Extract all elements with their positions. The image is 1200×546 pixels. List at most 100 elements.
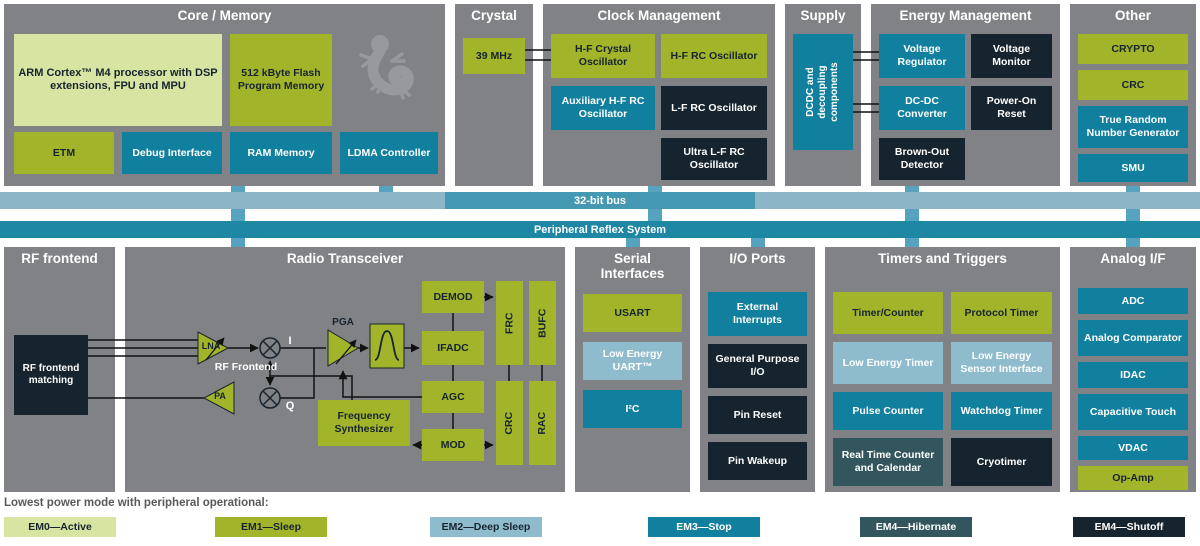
section-core-memory: Core / Memory ARM Cortex™ M4 processor w… bbox=[4, 4, 445, 186]
section-supply: Supply DCDC and decoupling components bbox=[785, 4, 861, 186]
block-agc: AGC bbox=[422, 381, 484, 413]
block-mod: MOD bbox=[422, 429, 484, 461]
block-ultra-lf-rc-oscillator: Ultra L-F RC Oscillator bbox=[661, 138, 767, 180]
section-title-radio-transceiver: Radio Transceiver bbox=[286, 251, 404, 266]
section-title-io-ports: I/O Ports bbox=[729, 251, 786, 266]
legend-item-label: EM3—Stop bbox=[676, 521, 732, 533]
block-low-energy-timer: Low Energy Timer bbox=[833, 342, 943, 384]
block-ldma-controller: LDMA Controller bbox=[340, 132, 438, 174]
block-power-on-reset: Power-On Reset bbox=[971, 86, 1052, 130]
block-hf-crystal-oscillator: H-F Crystal Oscillator bbox=[551, 34, 655, 78]
block-rac-label: RAC bbox=[536, 411, 549, 435]
legend-item-label: EM4—Hibernate bbox=[875, 521, 957, 533]
block-bufc: BUFC bbox=[529, 281, 556, 365]
block-opamp: Op-Amp bbox=[1078, 466, 1188, 490]
block-hf-rc-oscillator: H-F RC Oscillator bbox=[661, 34, 767, 78]
connector-bus-to-io bbox=[751, 238, 765, 247]
block-brown-out-detector: Brown-Out Detector bbox=[879, 138, 965, 180]
legend-item-label: EM1—Sleep bbox=[240, 521, 302, 533]
block-demod: DEMOD bbox=[422, 281, 484, 313]
block-leuart: Low Energy UART™ bbox=[583, 342, 682, 380]
block-external-interrupts: External Interrupts bbox=[708, 292, 807, 336]
section-clock-management: Clock Management H-F Crystal Oscillator … bbox=[543, 4, 775, 186]
bus-peripheral-reflex-label: Peripheral Reflex System bbox=[533, 223, 667, 236]
block-usart: USART bbox=[583, 294, 682, 332]
block-frc: FRC bbox=[496, 281, 523, 365]
rf-frontend-label: RF Frontend bbox=[214, 361, 278, 373]
section-title-core-memory: Core / Memory bbox=[177, 8, 272, 23]
bus-32bit-label-strip bbox=[445, 192, 755, 209]
connector-bus-to-serial bbox=[626, 238, 640, 247]
section-title-analog-if: Analog I/F bbox=[1100, 251, 1166, 266]
block-pin-wakeup: Pin Wakeup bbox=[708, 442, 807, 480]
bus-peripheral-reflex: Peripheral Reflex System bbox=[0, 221, 1200, 238]
bus-32bit-label: 32-bit bus bbox=[574, 194, 626, 207]
pa-label: PA bbox=[214, 391, 226, 401]
block-arm-core: ARM Cortex™ M4 processor with DSP extens… bbox=[14, 34, 222, 126]
block-smu: SMU bbox=[1078, 154, 1188, 182]
section-energy-management: Energy Management Voltage Regulator Volt… bbox=[871, 4, 1060, 186]
block-39mhz-crystal: 39 MHz bbox=[463, 38, 525, 74]
block-vdac: VDAC bbox=[1078, 436, 1188, 460]
block-frequency-synthesizer: Frequency Synthesizer bbox=[318, 400, 410, 446]
legend-item-em2-deep-sleep: EM2—Deep Sleep bbox=[430, 517, 542, 537]
block-radio-crc: CRC bbox=[496, 381, 523, 465]
block-voltage-regulator: Voltage Regulator bbox=[879, 34, 965, 78]
block-flash-memory: 512 kByte Flash Program Memory bbox=[230, 34, 332, 126]
block-capacitive-touch: Capacitive Touch bbox=[1078, 394, 1188, 430]
section-serial-interfaces: Serial Interfaces USART Low Energy UART™… bbox=[575, 247, 690, 492]
block-voltage-monitor: Voltage Monitor bbox=[971, 34, 1052, 78]
block-i2c: I²C bbox=[583, 390, 682, 428]
section-timers-triggers: Timers and Triggers Timer/Counter Protoc… bbox=[825, 247, 1060, 492]
block-rac: RAC bbox=[529, 381, 556, 465]
legend-item-em3-stop: EM3—Stop bbox=[648, 517, 760, 537]
block-dcdc-decoupling-label: DCDC and decoupling components bbox=[805, 62, 840, 122]
gecko-logo-icon bbox=[359, 35, 414, 100]
block-le-sensor-interface: Low Energy Sensor Interface bbox=[951, 342, 1052, 384]
section-rf-frontend: RF frontend RF frontend matching bbox=[4, 247, 115, 492]
section-title-crystal: Crystal bbox=[471, 8, 517, 23]
section-title-timers-triggers: Timers and Triggers bbox=[878, 251, 1007, 266]
legend-item-label: EM0—Active bbox=[28, 521, 92, 533]
block-dcdc-decoupling: DCDC and decoupling components bbox=[793, 34, 853, 150]
section-other: Other CRYPTO CRC True Random Number Gene… bbox=[1070, 4, 1196, 186]
legend-item-em1-sleep: EM1—Sleep bbox=[215, 517, 327, 537]
section-title-clock-management: Clock Management bbox=[597, 8, 721, 23]
section-title-other: Other bbox=[1114, 8, 1151, 23]
block-ifadc: IFADC bbox=[422, 331, 484, 365]
pga-label: PGA bbox=[332, 317, 354, 328]
block-aux-hf-rc-oscillator: Auxiliary H-F RC Oscillator bbox=[551, 86, 655, 130]
block-lf-rc-oscillator: L-F RC Oscillator bbox=[661, 86, 767, 130]
connector-ldma-to-bus bbox=[379, 186, 393, 194]
section-title-energy-management: Energy Management bbox=[899, 8, 1032, 23]
block-crypto: CRYPTO bbox=[1078, 34, 1188, 64]
section-radio-transceiver: Radio Transceiver DEMOD IFADC AGC MOD FR… bbox=[125, 247, 565, 492]
block-pin-reset: Pin Reset bbox=[708, 396, 807, 434]
section-title-rf-frontend: RF frontend bbox=[21, 251, 98, 266]
legend-item-label: EM4—Shutoff bbox=[1094, 521, 1164, 533]
section-analog-if: Analog I/F ADC Analog Comparator IDAC Ca… bbox=[1070, 247, 1196, 492]
lna-label: LNA bbox=[201, 341, 221, 351]
mixer-q-label: Q bbox=[285, 400, 295, 412]
block-bufc-label: BUFC bbox=[536, 308, 549, 338]
block-cryotimer: Cryotimer bbox=[951, 438, 1052, 486]
block-ram-memory: RAM Memory bbox=[230, 132, 332, 174]
mixer-i-label: I bbox=[288, 335, 292, 347]
block-etm: ETM bbox=[14, 132, 114, 174]
block-rtcc: Real Time Counter and Calendar bbox=[833, 438, 943, 486]
block-watchdog-timer: Watchdog Timer bbox=[951, 392, 1052, 430]
block-crc: CRC bbox=[1078, 70, 1188, 100]
block-protocol-timer: Protocol Timer bbox=[951, 292, 1052, 334]
block-gpio: General Purpose I/O bbox=[708, 344, 807, 388]
block-adc: ADC bbox=[1078, 288, 1188, 314]
legend-heading: Lowest power mode with peripheral operat… bbox=[4, 497, 269, 509]
block-dcdc-converter: DC-DC Converter bbox=[879, 86, 965, 130]
legend-item-em4-hibernate: EM4—Hibernate bbox=[860, 517, 972, 537]
block-rf-frontend-matching: RF frontend matching bbox=[14, 335, 88, 415]
block-idac: IDAC bbox=[1078, 362, 1188, 388]
section-io-ports: I/O Ports External Interrupts General Pu… bbox=[700, 247, 815, 492]
block-radio-crc-label: CRC bbox=[503, 411, 516, 435]
section-title-supply: Supply bbox=[800, 8, 846, 23]
bus-32bit: 32-bit bus bbox=[0, 192, 1200, 209]
legend-item-em4-shutoff: EM4—Shutoff bbox=[1073, 517, 1185, 537]
